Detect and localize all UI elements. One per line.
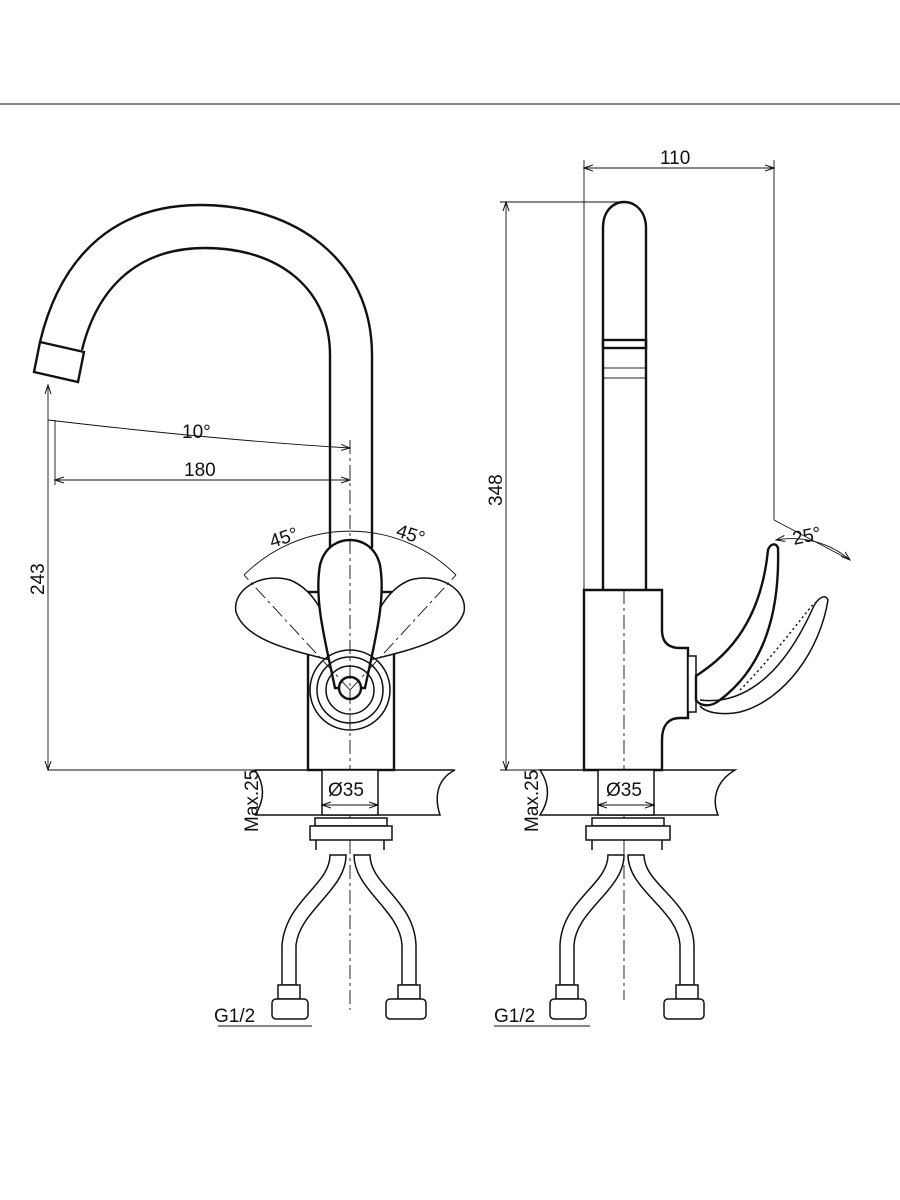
front-nut-right bbox=[385, 998, 427, 1020]
front-sweep-arc bbox=[243, 530, 457, 576]
front-countertop bbox=[254, 769, 456, 816]
front-height-label: 243 bbox=[28, 563, 49, 595]
side-nut-left bbox=[549, 998, 587, 1020]
side-spout bbox=[601, 200, 648, 590]
side-view: 110 348 25° Max.25 Ø35 G1/2 bbox=[486, 148, 850, 1027]
front-lever-angle-right-label: 45° bbox=[393, 521, 427, 550]
front-diameter-label: Ø35 bbox=[328, 780, 364, 801]
front-washer bbox=[314, 817, 388, 827]
front-angle-label: 10° bbox=[182, 422, 211, 443]
front-spout-nozzle bbox=[32, 340, 86, 384]
side-washer bbox=[591, 817, 665, 827]
front-fitting-left bbox=[277, 984, 301, 1000]
front-nut-left bbox=[271, 998, 309, 1020]
side-lever bbox=[694, 543, 780, 707]
side-depth-label: 110 bbox=[660, 148, 690, 169]
side-aerator bbox=[602, 367, 647, 379]
side-hose-right bbox=[627, 854, 695, 986]
front-nut bbox=[309, 825, 393, 841]
front-reach-label: 180 bbox=[184, 460, 216, 481]
side-tilt-arc bbox=[776, 539, 850, 560]
side-body bbox=[582, 588, 690, 772]
front-lever-angle-left-label: 45° bbox=[267, 524, 301, 553]
side-thread-label: G1/2 bbox=[494, 1006, 535, 1027]
side-fitting-left bbox=[555, 984, 579, 1000]
side-countertop bbox=[538, 769, 738, 816]
front-hose-left bbox=[281, 854, 347, 986]
side-nut-right bbox=[663, 998, 705, 1020]
side-tilt-label: 25° bbox=[791, 523, 823, 550]
side-fitting-right bbox=[675, 984, 699, 1000]
front-spout bbox=[38, 203, 374, 548]
side-diameter-label: Ø35 bbox=[606, 780, 642, 801]
side-hose-left bbox=[559, 854, 625, 986]
front-max-label: Max.25 bbox=[242, 770, 263, 832]
front-angle-dimline bbox=[47, 419, 350, 448]
front-sweep-right bbox=[349, 574, 457, 691]
side-nut bbox=[585, 825, 671, 841]
front-fitting-right bbox=[397, 984, 421, 1000]
front-view: 10° 180 243 45° 45° Max.25 Ø35 G1/2 bbox=[28, 203, 466, 1027]
side-max-label: Max.25 bbox=[522, 770, 543, 832]
front-thread-label: G1/2 bbox=[214, 1006, 255, 1027]
side-aerator-band bbox=[601, 338, 648, 350]
front-sweep-left bbox=[243, 574, 351, 691]
side-lever-ghost bbox=[699, 596, 829, 715]
front-hose-right bbox=[353, 854, 417, 986]
side-height-label: 348 bbox=[486, 474, 507, 506]
